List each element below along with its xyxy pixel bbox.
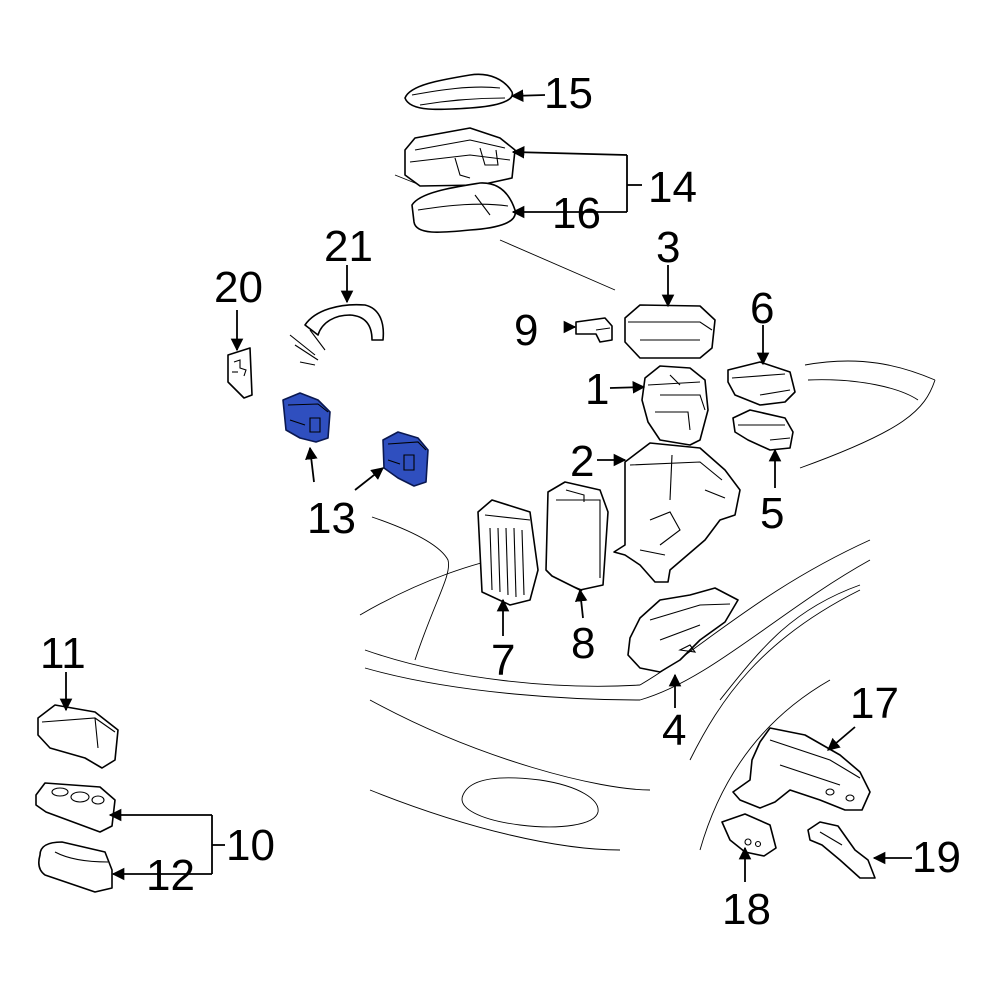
part-15-upper-cover (404, 73, 514, 111)
part-2-fuse-box (613, 442, 741, 583)
part-13-relay-right (382, 431, 429, 487)
vehicle-body-outline (359, 174, 936, 851)
part-10-holder (35, 782, 116, 833)
part-20-bracket (227, 347, 253, 399)
relay-right-body (382, 431, 429, 487)
part-12-base-tray (38, 841, 113, 893)
part-1-relay-block (641, 365, 709, 446)
callout-8: 8 (571, 619, 595, 668)
callout-12: 12 (146, 851, 195, 900)
callout-labels: 15 14 16 21 20 3 9 6 1 2 5 13 7 8 4 11 1… (40, 69, 961, 934)
callout-21: 21 (324, 222, 373, 271)
part-18-clip (721, 813, 777, 857)
callout-2: 2 (570, 437, 594, 486)
callout-19: 19 (912, 833, 961, 882)
callout-18: 18 (722, 885, 771, 934)
callout-6: 6 (750, 284, 774, 333)
callout-16: 16 (552, 189, 601, 238)
part-7-fuse-block (477, 499, 539, 606)
callout-1: 1 (585, 365, 609, 414)
part-9-fuse (575, 317, 613, 343)
callout-11: 11 (40, 629, 86, 678)
part-5-relay (732, 409, 794, 451)
callout-17: 17 (850, 679, 899, 728)
part-8-cover-panel (545, 481, 609, 596)
callout-3: 3 (656, 223, 680, 272)
part-19-bracket (807, 821, 876, 879)
relay-left-body (282, 392, 331, 443)
part-13-relay-left (282, 392, 331, 443)
callout-9: 9 (514, 306, 538, 355)
callout-14: 14 (648, 163, 697, 212)
part-17-bracket (732, 727, 871, 811)
callout-5: 5 (760, 489, 784, 538)
callout-15: 15 (544, 69, 593, 118)
callout-13: 13 (307, 494, 356, 543)
part-4-lower-tray (627, 587, 739, 673)
callout-7: 7 (491, 636, 515, 685)
part-6-relay (727, 361, 796, 406)
part-16-lower-cover (411, 182, 516, 233)
leader-lines (59, 89, 912, 882)
part-3-lid (624, 304, 716, 359)
callout-10: 10 (226, 821, 275, 870)
callout-20: 20 (214, 263, 263, 312)
part-11-relay-cover (37, 704, 119, 769)
part-14-cover-assembly (404, 127, 516, 187)
callout-4: 4 (662, 706, 686, 755)
part-21-wire-harness (289, 303, 385, 366)
